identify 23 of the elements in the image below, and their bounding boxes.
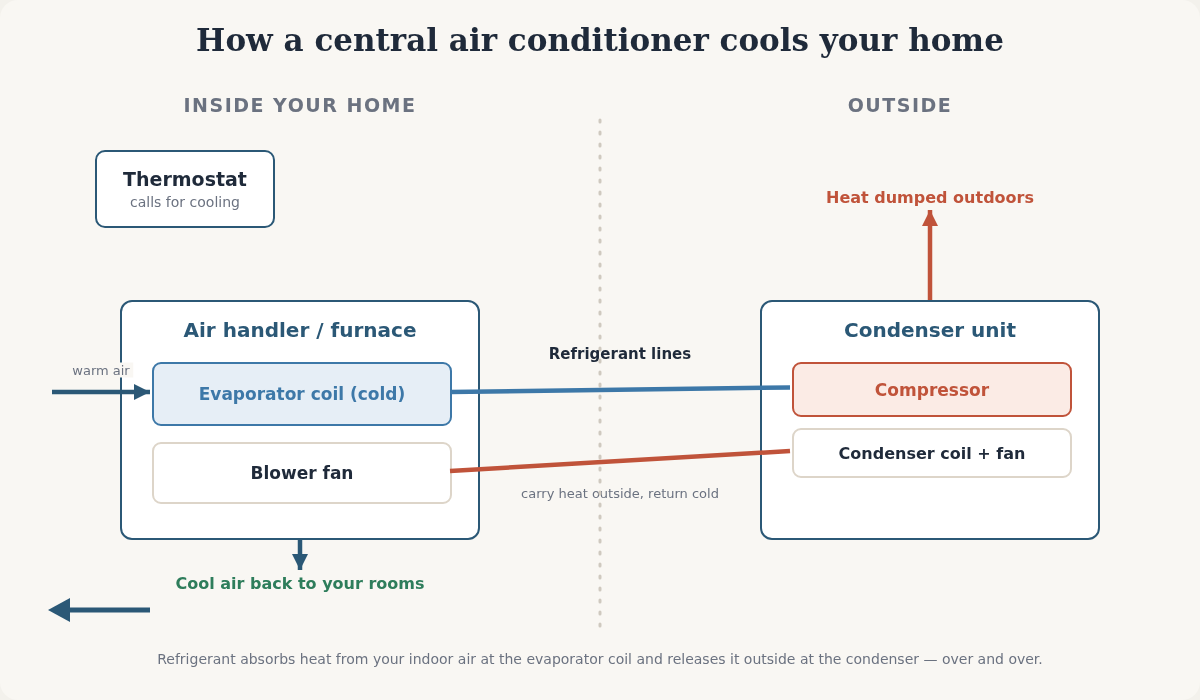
node-title: Thermostat: [123, 168, 247, 190]
node-title: Evaporator coil (cold): [198, 384, 406, 404]
node-title: Condenser unit: [844, 318, 1016, 342]
component-box: [792, 428, 1072, 478]
component-box: [792, 362, 1072, 417]
zone-heading: OUTSIDE: [846, 94, 954, 116]
title: How a central air conditioner cools your home: [195, 22, 1005, 58]
component-box: [95, 150, 275, 228]
node-title: Cool air back to your rooms: [175, 573, 425, 593]
node-title: Compressor: [874, 379, 990, 400]
arrow: [922, 210, 938, 300]
node-subtitle: calls for cooling: [130, 194, 240, 210]
component-box: [152, 442, 452, 504]
arrow: [292, 540, 308, 570]
node-title: Condenser coil + fan: [838, 443, 1026, 463]
caption: Refrigerant absorbs heat from your indoor air at the evaporator coil and releases it outside at the condenser — over and over.: [156, 651, 1044, 667]
zone-heading: INSIDE YOUR HOME: [182, 94, 418, 116]
node-title: Heat dumped outdoors: [826, 187, 1034, 207]
component-box: [152, 362, 452, 426]
arrow: [52, 384, 150, 400]
unit-panel: [760, 300, 1100, 540]
node-title: Blower fan: [250, 463, 354, 483]
node-title: Air handler / furnace: [183, 318, 417, 342]
